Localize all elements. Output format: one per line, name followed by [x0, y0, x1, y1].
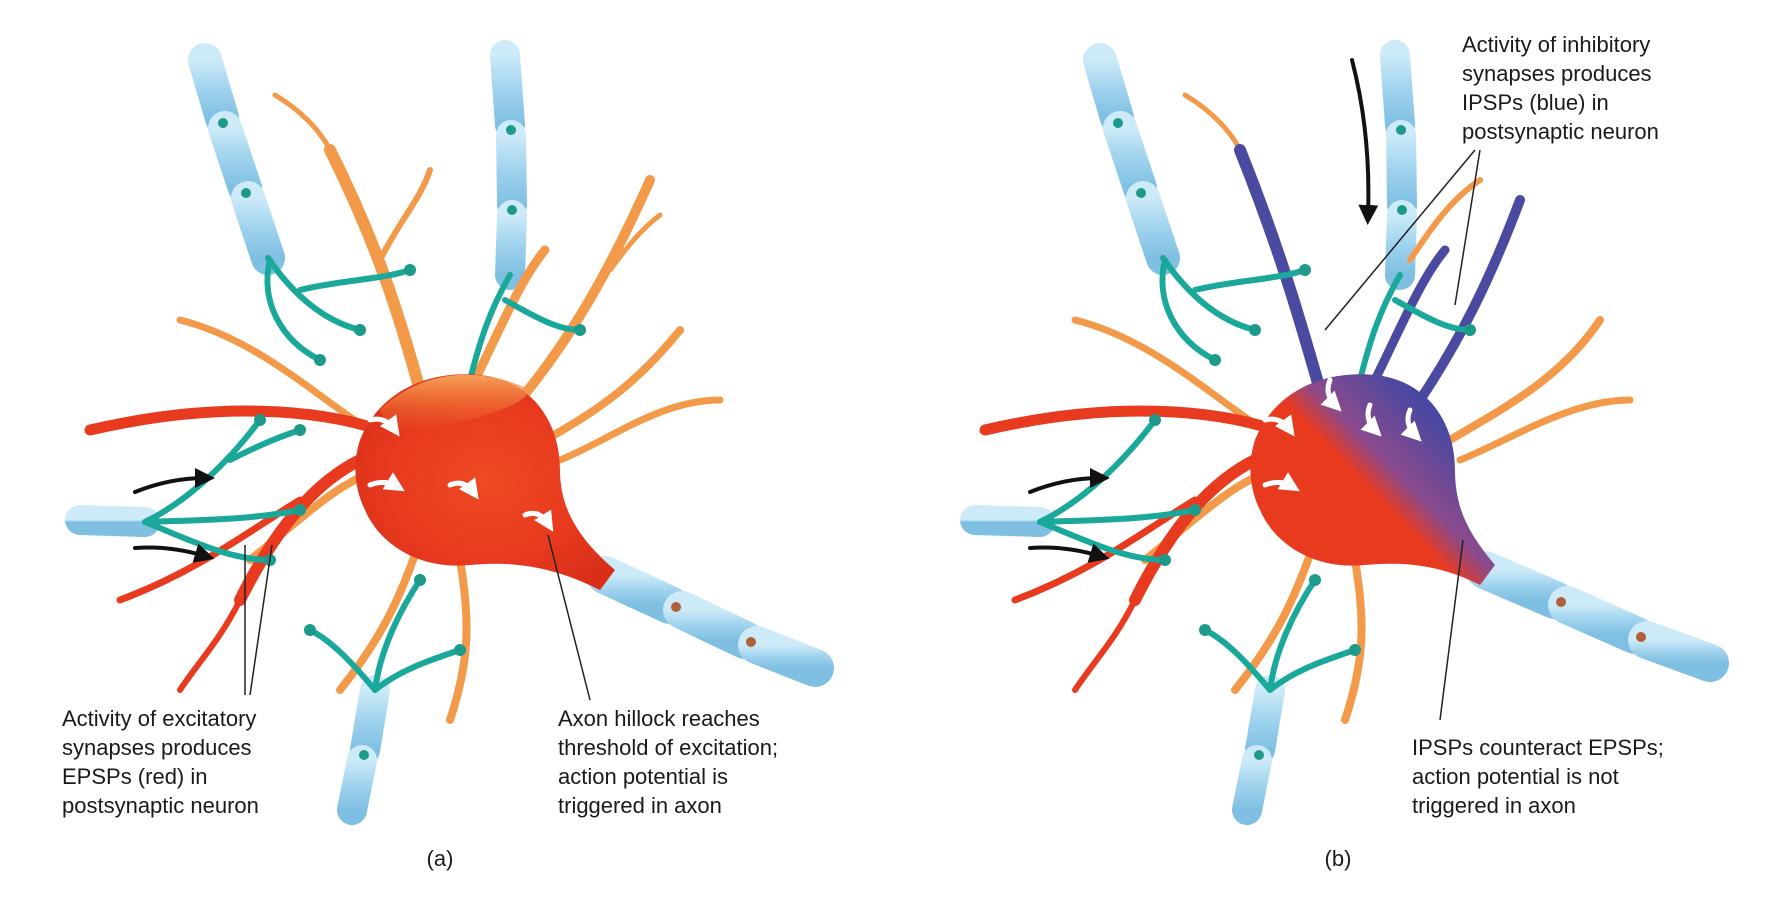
ipsp-epsp-flow-arrows	[1262, 377, 1422, 492]
white-flow-arrow-icon	[367, 472, 405, 492]
black-direction-arrow-icon	[1350, 58, 1379, 225]
input-arrows-b	[1028, 58, 1379, 563]
leader-lines-b	[1324, 149, 1481, 721]
black-direction-arrow-icon	[1028, 543, 1110, 563]
synaptic-terminals-b	[1037, 255, 1473, 693]
presynaptic-myelinated-axons-b	[960, 40, 1729, 825]
caption-excitatory-synapses: Activity of excitatory synapses produces…	[62, 706, 259, 818]
leader-lines-a	[244, 534, 591, 701]
white-flow-arrow-icon	[1262, 414, 1295, 437]
black-direction-arrow-icon	[133, 468, 215, 494]
myelin-axon-left	[65, 505, 160, 537]
caption-axon-hillock: Axon hillock reaches threshold of excita…	[558, 706, 779, 818]
cell-body-excited	[355, 374, 615, 590]
panel-b-label: (b)	[1324, 846, 1352, 871]
myelin-axon-bottom	[337, 675, 390, 825]
white-flow-arrow-icon	[1320, 377, 1342, 412]
black-direction-arrow-icon	[1028, 468, 1110, 494]
myelin-axon-output	[586, 556, 834, 687]
panel-a-illustration	[65, 40, 834, 825]
epsp-flow-arrows	[367, 414, 554, 532]
myelin-axon-top-center	[490, 40, 527, 290]
cell-body-mixed	[1250, 374, 1495, 585]
caption-inhibitory-synapses: Activity of inhibitory synapses produces…	[1462, 32, 1659, 144]
caption-ipsp-counteract: IPSPs counteract EPSPs; action potential…	[1412, 735, 1664, 818]
white-flow-arrow-icon	[522, 509, 554, 532]
black-direction-arrow-icon	[133, 543, 215, 563]
panel-b-illustration	[960, 40, 1729, 825]
white-flow-arrow-icon	[1262, 472, 1300, 492]
presynaptic-myelinated-axons	[65, 40, 834, 825]
myelin-axon-top-left	[188, 43, 285, 275]
panel-a-label: (a)	[426, 846, 454, 871]
white-flow-arrow-icon	[367, 414, 400, 437]
nodes-of-ranvier	[218, 118, 756, 760]
white-flow-arrow-icon	[447, 477, 479, 500]
synaptic-knobs	[254, 264, 586, 656]
input-arrows-a	[133, 468, 215, 563]
white-flow-arrow-icon	[1360, 402, 1382, 437]
white-flow-arrow-icon	[1400, 407, 1422, 442]
